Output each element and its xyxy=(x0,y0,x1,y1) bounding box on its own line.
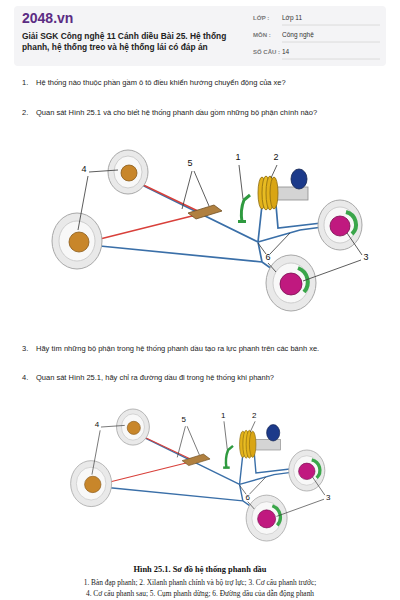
callout-number: 4 xyxy=(81,164,86,175)
field-underline xyxy=(282,42,380,43)
callout-number: 3 xyxy=(326,493,330,503)
field-value: 14 xyxy=(282,48,289,55)
field-underline xyxy=(282,59,380,60)
brake-figure-2 xyxy=(71,409,325,541)
callout-number: 2 xyxy=(273,152,278,163)
figure-legend-line: 1. Bàn đạp phanh; 2. Xilanh phanh chính … xyxy=(10,578,390,587)
question-text: Quan sát Hình 25.1 và cho biết hệ thống … xyxy=(36,108,381,117)
callout-number: 5 xyxy=(187,158,192,169)
question-number: 1. xyxy=(22,78,28,87)
question-text: Hãy tìm những bộ phận trong hệ thống pha… xyxy=(36,344,381,353)
question-number: 2. xyxy=(22,108,28,117)
page-title: Giải SGK Công nghệ 11 Cánh diều Bài 25. … xyxy=(22,31,240,53)
field-underline xyxy=(282,25,380,26)
callout-number: 4 xyxy=(95,420,99,430)
site-logo: 2048.vn xyxy=(22,10,73,26)
callout-number: 1 xyxy=(235,152,240,163)
field-value: Lớp 11 xyxy=(282,14,302,21)
callout-number: 3 xyxy=(363,252,368,263)
figure-caption: Hình 25.1. Sơ đồ hệ thống phanh dầu xyxy=(10,565,390,574)
question-number: 3. xyxy=(22,344,28,353)
callout-number: 2 xyxy=(252,411,256,421)
field-value: Công nghệ xyxy=(282,31,314,38)
question-number: 4. xyxy=(22,373,28,382)
question-text: Quan sát Hình 25.1, hãy chỉ ra đường dầu… xyxy=(36,373,381,382)
field-key: LỚP : xyxy=(253,15,269,21)
field-key: SỐ CÂU : xyxy=(253,49,280,55)
brake-figure-1 xyxy=(52,150,362,311)
callout-number: 5 xyxy=(182,415,186,425)
header-band-bg xyxy=(14,6,386,66)
callout-number: 6 xyxy=(265,252,270,263)
figure-legend-line: 4. Cơ cấu phanh sau; 5. Cụm phanh dừng; … xyxy=(10,589,390,598)
field-key: MÔN : xyxy=(253,32,271,38)
callout-number: 1 xyxy=(221,411,225,421)
question-text: Hệ thống nào thuộc phần gầm ô tô điều kh… xyxy=(36,78,381,87)
callout-number: 6 xyxy=(246,493,250,503)
